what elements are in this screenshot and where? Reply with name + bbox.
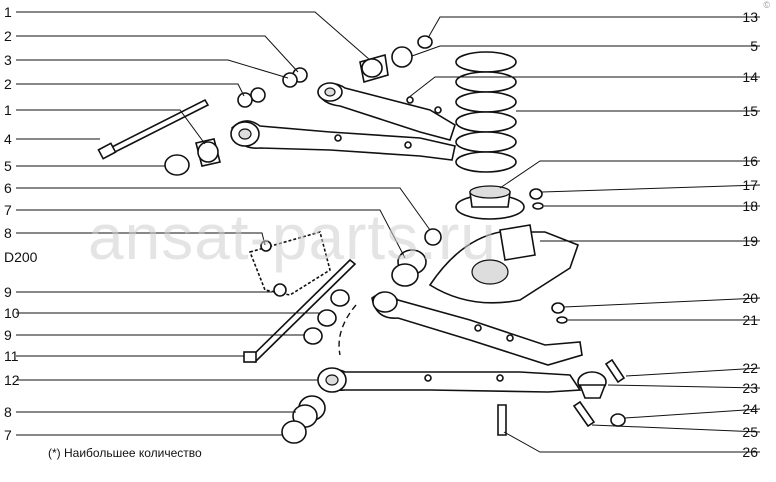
nut-24 (610, 413, 626, 427)
callout-left-18: 7 (4, 427, 12, 443)
callout-left-17: 8 (4, 404, 12, 420)
callout-left-15: 11 (4, 348, 19, 364)
nut-13 (417, 35, 433, 49)
callout-left-13: 10 (4, 305, 20, 321)
watermark-text: ansat-parts.ru (88, 201, 497, 273)
washer-9a (330, 289, 350, 307)
bolt-11-head (243, 351, 257, 363)
bolt-25 (572, 400, 596, 428)
callout-right-26: 26 (742, 444, 758, 460)
callout-right-23: 23 (742, 380, 758, 396)
callout-left-3: 3 (4, 52, 12, 68)
callout-left-9: 7 (4, 202, 12, 218)
coil-spring-15 (455, 51, 517, 173)
callout-right-15: 15 (742, 103, 758, 119)
ball-joint-23 (577, 371, 607, 399)
callout-right-25: 25 (742, 424, 758, 440)
callout-right-13: 13 (742, 9, 758, 25)
bump-stop-6 (424, 228, 442, 246)
callout-left-6: 4 (4, 131, 12, 147)
upper-control-arm-lower (230, 120, 456, 161)
leader-lines-left (16, 11, 431, 436)
callout-right-22: 22 (742, 360, 758, 376)
callout-right-20: 20 (742, 290, 758, 306)
callout-left-16: 12 (4, 372, 20, 388)
callout-left-14: 9 (4, 327, 12, 343)
footnote-text: (*) Наибольшее количество (48, 446, 202, 460)
washer-9b (303, 327, 323, 345)
corner-mark: © (763, 0, 770, 10)
leader-lines-right (407, 16, 761, 453)
callout-left-8: 6 (4, 180, 12, 196)
callout-left-5: 1 (4, 102, 12, 118)
washer-18 (532, 202, 544, 210)
upper-control-arm-14 (317, 82, 456, 141)
top-bushing-1 (359, 53, 389, 84)
bolt-26 (497, 404, 507, 436)
strut-mount-19 (428, 224, 580, 304)
bushing-7-lower (281, 420, 307, 444)
callout-left-12: 9 (4, 284, 12, 300)
callout-left-10: 8 (4, 225, 12, 241)
washer-10 (317, 309, 337, 327)
washer-5-top (391, 46, 413, 68)
assembly-arrow (338, 304, 357, 356)
callout-right-17: 17 (742, 177, 758, 193)
callout-right-24: 24 (742, 401, 758, 417)
nut-20 (551, 302, 565, 314)
callout-left-11: D200 (4, 249, 38, 265)
callout-left-1: 1 (4, 4, 12, 20)
nut-17 (529, 188, 543, 200)
bushing-1-mid (195, 138, 221, 167)
washer-2c (237, 92, 253, 108)
washer-3 (282, 72, 298, 88)
callout-left-7: 5 (4, 158, 12, 174)
washer-21 (556, 316, 568, 324)
spring-seat-16 (455, 185, 525, 220)
callout-right-19: 19 (742, 233, 758, 249)
callout-right-21: 21 (742, 312, 758, 328)
lower-control-arm-12 (317, 367, 582, 393)
washer-5-mid (164, 154, 190, 176)
strut-bar (371, 291, 583, 366)
callout-right-5: 5 (750, 38, 758, 54)
bushing-8-lower (292, 395, 326, 428)
bolt-22 (604, 358, 626, 384)
callout-right-18: 18 (742, 198, 758, 214)
callout-right-16: 16 (742, 153, 758, 169)
callout-left-4: 2 (4, 76, 12, 92)
bracket-d200 (248, 231, 331, 297)
long-bolt-4 (97, 98, 210, 160)
callout-right-14: 14 (742, 69, 758, 85)
bushing-7-upper (391, 249, 427, 287)
callout-left-2: 2 (4, 28, 12, 44)
washer-2b (250, 87, 266, 103)
